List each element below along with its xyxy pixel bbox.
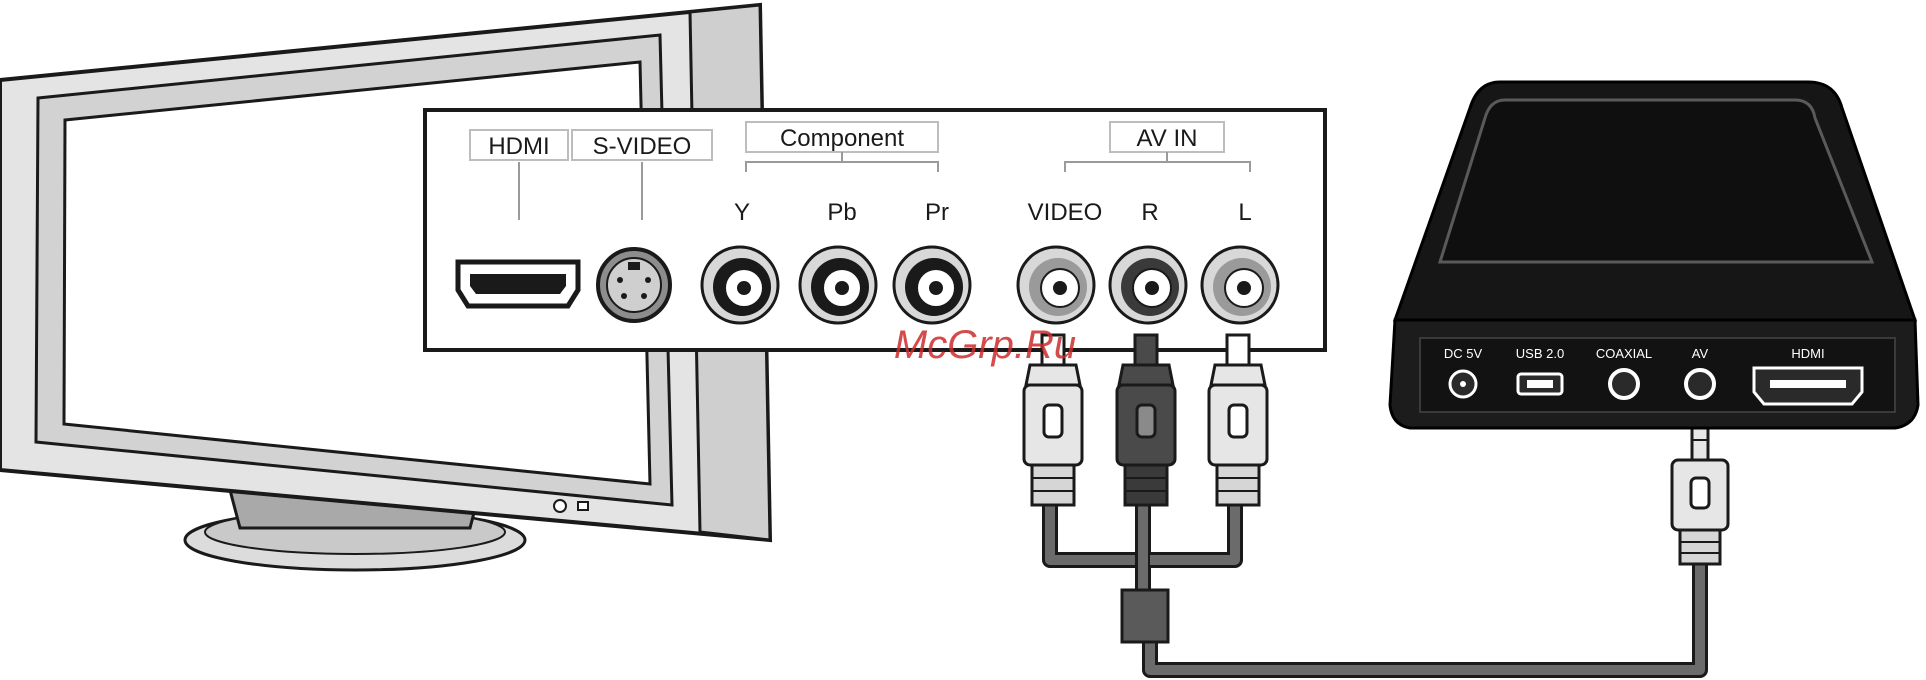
tv-rca-jack-pb <box>800 247 876 323</box>
port-label-usb: USB 2.0 <box>1516 346 1564 361</box>
av-cable <box>1050 505 1700 670</box>
label-svideo: S-VIDEO <box>593 133 692 160</box>
label-component: Component <box>780 125 904 152</box>
port-coaxial <box>1610 370 1638 398</box>
media-player: DC 5V USB 2.0 COAXIAL AV HDMI <box>1390 82 1918 428</box>
tv-power-button <box>554 500 566 512</box>
label-l: L <box>1238 199 1251 226</box>
tv-rca-jack-y <box>702 247 778 323</box>
label-pr: Pr <box>925 199 949 226</box>
player-top-panel <box>1440 100 1872 262</box>
label-r: R <box>1141 199 1158 226</box>
tv-svideo-port <box>598 249 670 321</box>
label-video: VIDEO <box>1028 199 1103 226</box>
label-av-in: AV IN <box>1137 125 1198 152</box>
port-usb <box>1518 374 1562 394</box>
cable-splitter <box>1122 590 1168 642</box>
rca-plug-r <box>1117 335 1175 505</box>
label-hdmi: HDMI <box>488 133 549 160</box>
tv-rca-jack-l <box>1202 247 1278 323</box>
port-hdmi <box>1754 368 1862 404</box>
port-label-av: AV <box>1692 346 1709 361</box>
label-pb: Pb <box>827 199 856 226</box>
tv-led <box>578 502 588 510</box>
port-label-coaxial: COAXIAL <box>1596 346 1652 361</box>
av-minijack-plug <box>1672 410 1728 564</box>
tv-rca-jack-pr <box>894 247 970 323</box>
port-av <box>1686 370 1714 398</box>
label-y: Y <box>734 199 750 226</box>
port-label-hdmi: HDMI <box>1791 346 1824 361</box>
port-label-dc: DC 5V <box>1444 346 1483 361</box>
tv-hdmi-port <box>458 262 578 306</box>
tv-rca-jack-r <box>1110 247 1186 323</box>
tv-input-panel: HDMI S-VIDEO Component AV IN Y Pb Pr VID… <box>425 110 1325 350</box>
watermark: McGrp.Ru <box>894 323 1076 367</box>
rca-plug-l <box>1209 335 1267 505</box>
tv-rca-jack-video <box>1018 247 1094 323</box>
